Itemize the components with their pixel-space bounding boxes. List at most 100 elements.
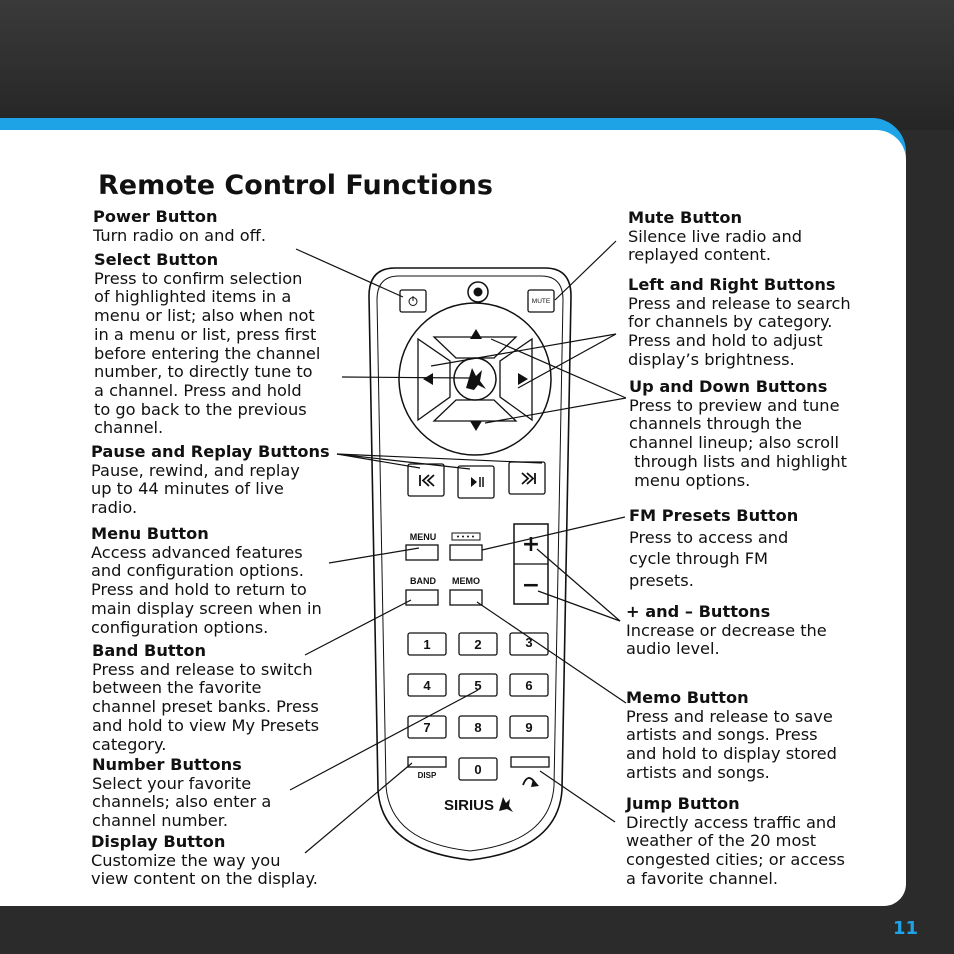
heading: Menu Button (91, 524, 209, 543)
band-button-desc: Band Button Press and release to switch … (92, 641, 320, 754)
number-label: 9 (525, 720, 532, 735)
callout-lines (289, 240, 627, 854)
heading: Memo Button (626, 688, 749, 707)
heading: Pause and Replay Buttons (91, 442, 330, 461)
jump-arrow-icon (522, 777, 539, 787)
up-button[interactable] (432, 336, 518, 359)
menu-label: MENU (410, 532, 437, 542)
plus-minus-desc: + and – Buttons Increase or decrease the… (626, 602, 827, 659)
number-button[interactable] (407, 673, 447, 697)
heading: Band Button (92, 641, 206, 660)
mute-button-desc: Mute Button Silence live radio and repla… (628, 208, 803, 265)
number-button[interactable] (509, 632, 549, 656)
up-down-desc: Up and Down Buttons Press to preview and… (629, 377, 848, 490)
number-button[interactable] (458, 632, 498, 656)
heading: Left and Right Buttons (628, 275, 836, 294)
power-button-desc: Power Button Turn radio on and off. (93, 207, 266, 245)
number-label: 1 (423, 637, 430, 652)
description: Press to confirm selection of highlighte… (94, 268, 321, 438)
description: Select your favorite channels; also ente… (92, 773, 272, 831)
left-button[interactable] (417, 337, 451, 422)
description: Press to access and cycle through FM pre… (629, 527, 789, 590)
display-button-desc: Display Button Customize the way you vie… (91, 832, 318, 889)
play-pause-button[interactable] (457, 465, 495, 499)
down-arrow-icon (470, 421, 482, 431)
top-band (0, 0, 954, 130)
number-button[interactable] (458, 673, 498, 697)
mute-button[interactable]: MUTE (527, 289, 555, 313)
fm-presets-desc: FM Presets Button Press to access and cy… (629, 505, 798, 591)
description: Turn radio on and off. (93, 225, 266, 245)
description: Press and release to search for channels… (628, 293, 851, 369)
left-arrow-icon (423, 373, 433, 385)
fm-icon (451, 532, 481, 541)
description: Pause, rewind, and replay up to 44 minut… (91, 460, 300, 518)
number-label: 2 (474, 637, 481, 652)
description: Silence live radio and replayed content. (628, 226, 803, 265)
heading: Power Button (93, 207, 218, 226)
status-led (467, 281, 489, 303)
power-button[interactable] (399, 289, 427, 313)
select-button-desc: Select Button Press to confirm selection… (94, 250, 321, 438)
heading: Mute Button (628, 208, 742, 227)
number-button[interactable] (458, 757, 498, 781)
page-number: 11 (893, 918, 919, 939)
menu-button-desc: Menu Button Access advanced features and… (91, 524, 322, 637)
heading: Up and Down Buttons (629, 377, 828, 396)
band-label: BAND (410, 576, 436, 586)
number-button[interactable] (458, 715, 498, 739)
number-label: 3 (525, 635, 532, 650)
number-label: 4 (423, 678, 431, 693)
jump-button-desc: Jump Button Directly access traffic and … (626, 794, 845, 889)
number-label: 6 (525, 678, 532, 693)
pause-replay-desc: Pause and Replay Buttons Pause, rewind, … (91, 442, 330, 518)
menu-button[interactable] (405, 544, 439, 561)
up-arrow-icon (470, 329, 482, 339)
number-label: 7 (423, 720, 430, 735)
band-button[interactable] (405, 589, 439, 606)
number-label: 5 (474, 678, 481, 693)
number-buttons-desc: Number Buttons Select your favorite chan… (92, 755, 272, 831)
right-arrow-icon (518, 373, 528, 385)
heading: Select Button (94, 250, 219, 269)
description: Increase or decrease the audio level. (626, 620, 827, 659)
right-button[interactable] (499, 337, 533, 422)
heading: Number Buttons (92, 755, 242, 774)
display-button[interactable] (407, 756, 447, 768)
memo-button[interactable] (449, 589, 483, 606)
volume-rocker[interactable]: + − (513, 523, 549, 605)
number-button[interactable] (509, 715, 549, 739)
mute-label: MUTE (532, 298, 551, 305)
number-button[interactable] (407, 632, 447, 656)
disp-label: DISP (418, 771, 437, 780)
description: Access advanced features and configurati… (91, 542, 322, 637)
description: Press to preview and tune channels throu… (629, 395, 848, 490)
sirius-logo: SIRIUS (444, 797, 494, 814)
number-button[interactable] (509, 673, 549, 697)
heading: Jump Button (626, 794, 740, 813)
sirius-dog-icon (466, 368, 486, 390)
description: Press and release to switch between the … (92, 659, 320, 754)
memo-label: MEMO (452, 576, 480, 586)
down-button[interactable] (432, 399, 518, 422)
description: Customize the way you view content on th… (91, 850, 318, 889)
heading: Display Button (91, 832, 226, 851)
plus-label: + (522, 532, 540, 557)
rewind-button[interactable] (407, 463, 445, 497)
page-title: Remote Control Functions (98, 170, 493, 201)
description: Directly access traffic and weather of t… (626, 812, 845, 888)
number-label: 8 (474, 720, 481, 735)
minus-label: − (522, 573, 540, 598)
memo-button-desc: Memo Button Press and release to save ar… (626, 688, 837, 783)
fm-presets-button[interactable] (449, 544, 483, 561)
heading: FM Presets Button (629, 506, 799, 525)
number-label: 0 (474, 762, 481, 777)
forward-button[interactable] (508, 461, 546, 495)
jump-button[interactable] (510, 756, 550, 768)
left-right-desc: Left and Right Buttons Press and release… (628, 275, 851, 370)
sirius-dog-logo-icon (499, 797, 513, 812)
description: Press and release to save artists and so… (626, 706, 837, 782)
dpad[interactable] (398, 302, 552, 456)
heading: + and – Buttons (626, 602, 771, 621)
